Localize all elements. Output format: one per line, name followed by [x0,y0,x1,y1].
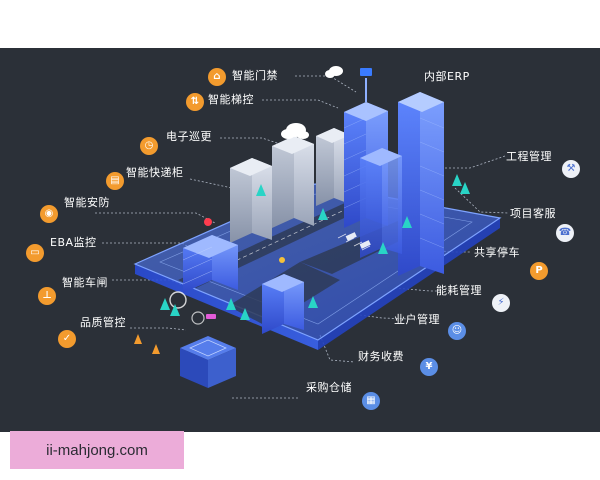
label-pinzhi: 品质管控 [80,316,126,329]
watermark-banner: ii-mahjong.com [10,431,184,469]
label-gongcheng: 工程管理 [506,150,552,163]
grey-building-1 [230,158,272,243]
smart-property-diagram: ⌂ 智能门禁 ⇅ 智能梯控 ◷ 电子巡更 ▤ 智能快递柜 ◉ 智能安防 ▭ EB… [0,48,600,432]
label-anfang: 智能安防 [64,196,110,209]
label-tingche: 共享停车 [474,246,520,259]
traffic-cones [134,334,160,354]
blue-building-mid [360,148,402,258]
customer-service-icon: ☎ [556,224,574,242]
label-erp: 内部ERP [424,70,470,83]
elevator-control-icon: ⇅ [186,93,204,111]
gate-barrier-icon: ⊥ [38,287,56,305]
label-caigou: 采购仓储 [306,381,352,394]
eba-monitor-icon: ▭ [26,244,44,262]
patrol-icon: ◷ [140,137,158,155]
label-chezha: 智能车闸 [62,276,108,289]
label-xungeng: 电子巡更 [166,130,212,143]
energy-icon: ⚡ [492,294,510,312]
billing-icon: ¥ [420,358,438,376]
blue-building-front [262,274,304,334]
engineering-icon: ⚒ [562,160,580,178]
quality-check-icon: ✓ [58,330,76,348]
label-menjin: 智能门禁 [232,69,278,82]
blue-building-left-low [182,235,238,293]
warehouse-icon: ▦ [362,392,380,410]
residents-icon: ☺ [448,322,466,340]
label-kuaidi: 智能快递柜 [126,166,184,179]
locker-icon: ▤ [106,172,124,190]
isometric-city-scene [95,66,509,399]
trees [160,174,470,320]
parking-lot [337,233,371,251]
label-tikong: 智能梯控 [208,93,254,106]
parking-icon: P [530,262,548,280]
alarm-light [204,218,212,226]
warehouse-box [180,336,236,388]
blue-tower-erp [398,92,445,276]
label-eba: EBA监控 [50,236,97,249]
security-camera-icon: ◉ [40,205,58,223]
label-nenghao: 能耗管理 [436,284,482,297]
label-kefu: 项目客服 [510,207,556,220]
clouds [281,66,343,139]
label-caiwu: 财务收费 [358,350,404,363]
watermark-text: ii-mahjong.com [46,441,148,459]
label-yehu: 业户管理 [394,313,440,326]
grey-building-2 [272,136,314,228]
door-access-icon: ⌂ [208,68,226,86]
